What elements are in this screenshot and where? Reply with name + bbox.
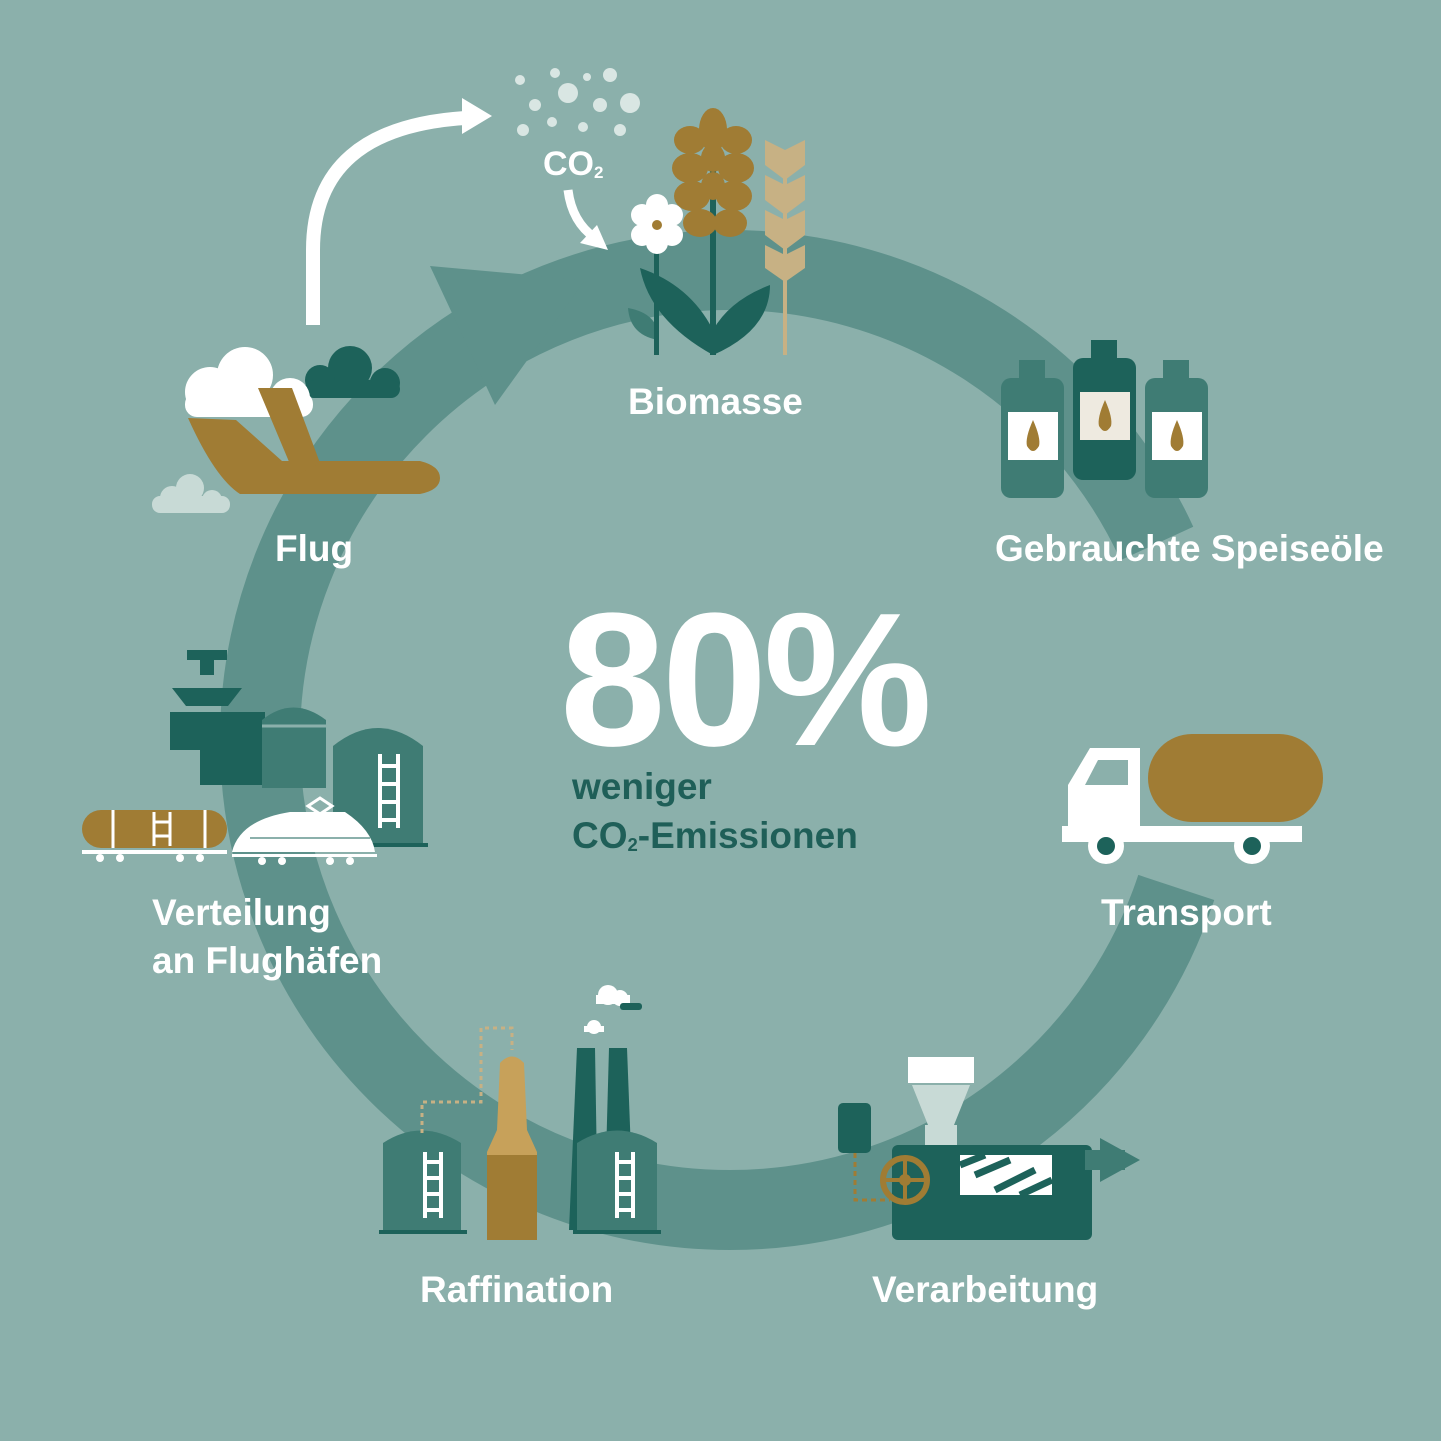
stage-label-raffination: Raffination [420, 1269, 614, 1310]
refinery-icon [379, 985, 661, 1240]
center-percent: 80% [560, 574, 932, 786]
stage-label-verteilung-line1: Verteilung [152, 892, 331, 933]
co2-bubbles-icon [515, 68, 640, 136]
stage-label-verarbeitung: Verarbeitung [872, 1269, 1099, 1310]
processing-machine-icon [838, 1057, 1140, 1240]
center-subtitle-line1: weniger [572, 766, 712, 807]
stage-label-verteilung: Verteilung an Flughäfen [152, 889, 382, 985]
airport-icon [82, 650, 428, 865]
tanker-truck-icon [1062, 734, 1323, 864]
stage-label-transport: Transport [1101, 892, 1272, 933]
cycle-arrow-icon [430, 266, 585, 405]
co2-uptake-arrow-icon [563, 189, 608, 250]
flight-co2-arrow-icon [306, 98, 492, 325]
airplane-icon [152, 346, 440, 513]
center-subtitle: weniger CO2-Emissionen [572, 762, 858, 866]
center-subtitle-line2: CO2-Emissionen [572, 815, 858, 856]
stage-label-verteilung-line2: an Flughäfen [152, 940, 383, 981]
stage-label-flug: Flug [275, 528, 354, 569]
stage-label-oele: Gebrauchte Speiseöle [995, 528, 1384, 569]
stage-label-biomasse: Biomasse [628, 381, 803, 422]
oil-bottles-icon [1001, 340, 1208, 498]
co2-label: CO2 [543, 145, 604, 183]
plant-icon [628, 108, 805, 355]
